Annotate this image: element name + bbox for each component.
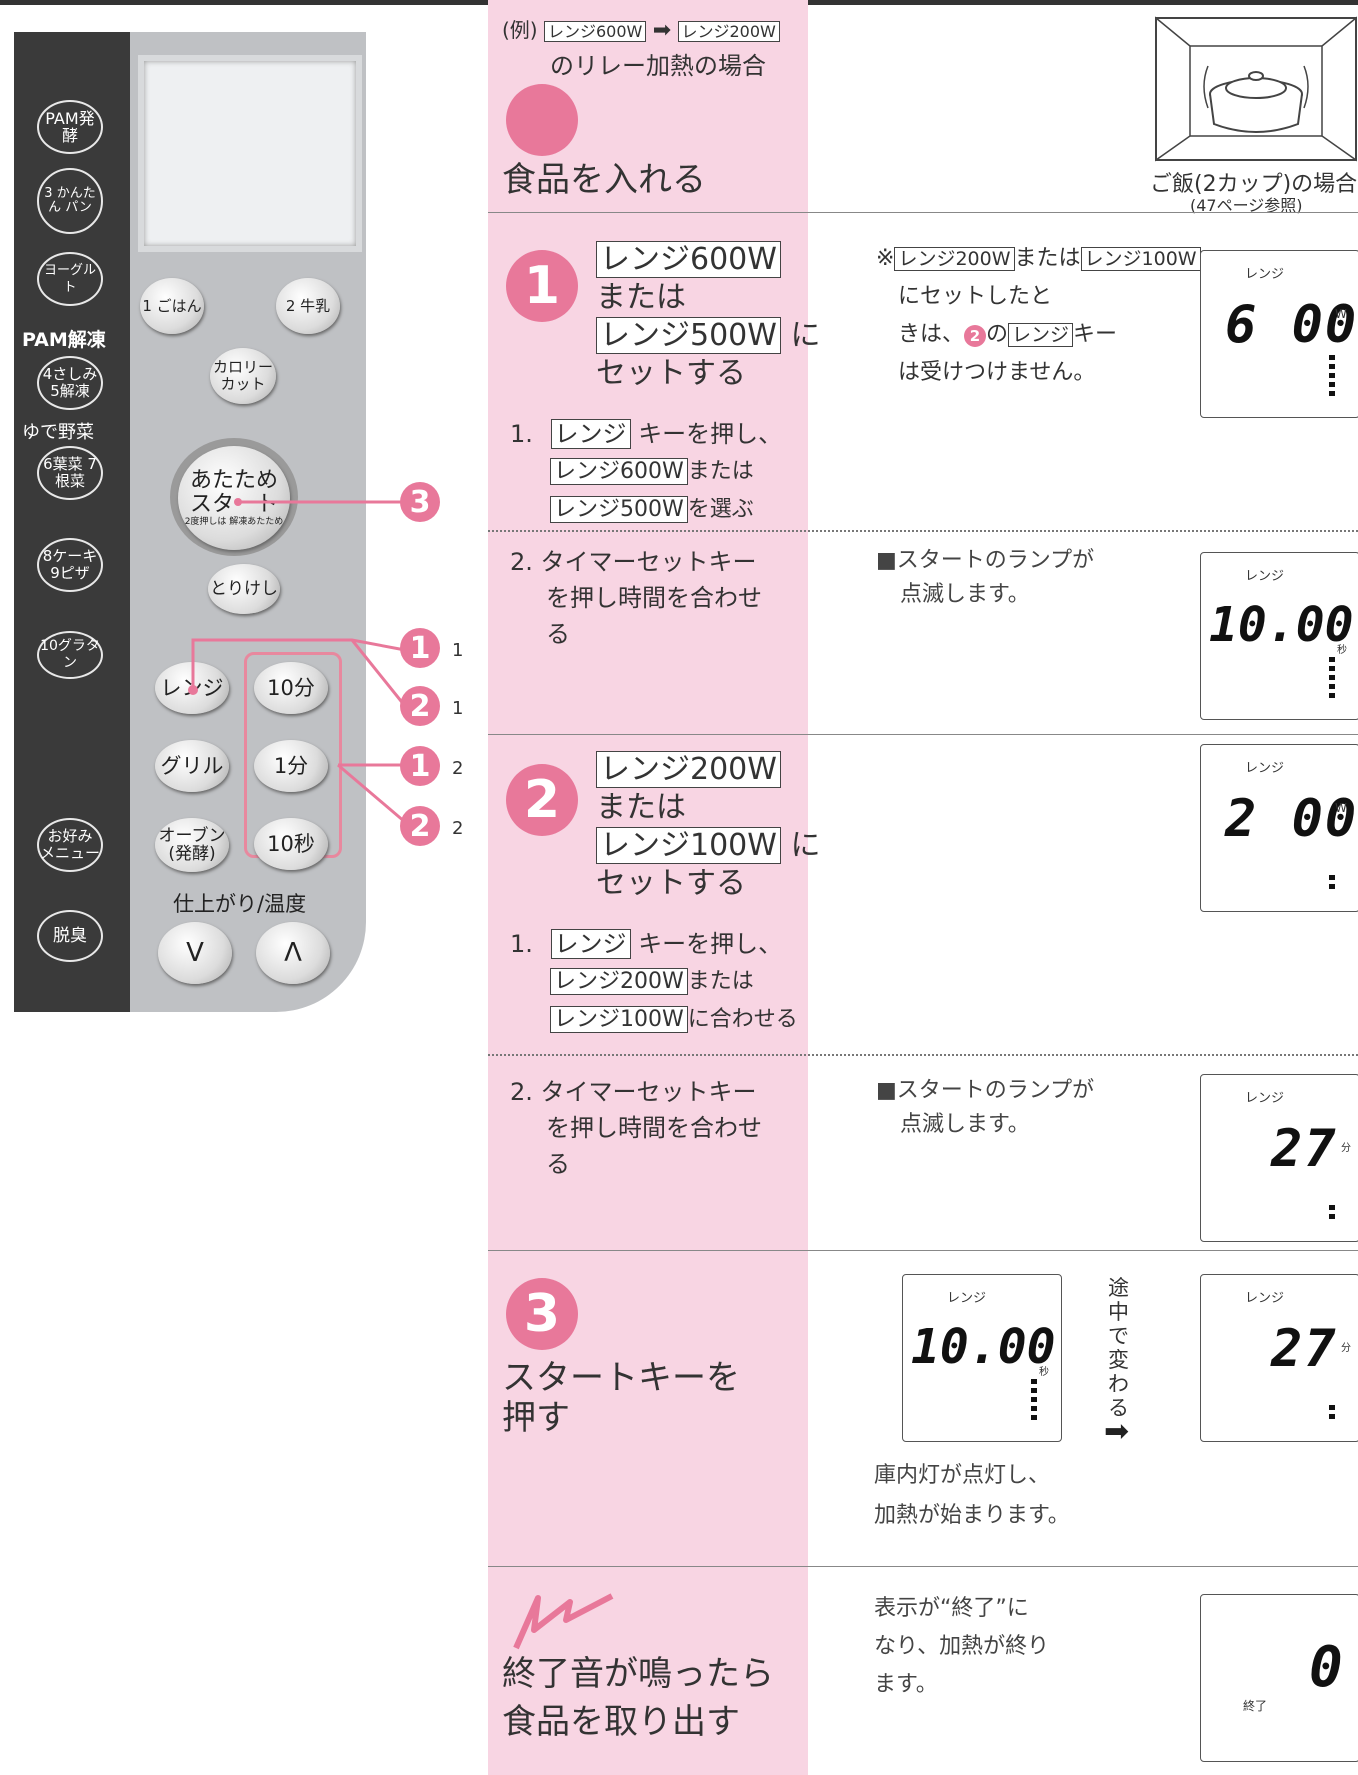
marker-step1-2-sub: 2 [452, 758, 464, 779]
cancel-button[interactable]: とりけし [208, 564, 280, 614]
oven-rice-illustration [1155, 16, 1357, 162]
gratin-button[interactable]: 10グラタン [37, 631, 103, 679]
step3-desc: 庫内灯が点灯し、 加熱が始まります。 [874, 1463, 1070, 1528]
display-27min: レンジ 27 分 [1200, 1074, 1358, 1242]
step2-main: レンジ200W または レンジ100W に セットする [596, 751, 821, 901]
marker-step2-1-sub: 1 [452, 698, 464, 719]
step2-sub2: 2. タイマーセットキー を押し時間を合わせ る [510, 1078, 762, 1178]
milk-button[interactable]: 2 牛乳 [276, 278, 340, 334]
step1-sub2: 2. タイマーセットキー を押し時間を合わせ る [510, 548, 762, 648]
step1-main: レンジ600W または レンジ500W に セットする [596, 241, 821, 391]
changes-midway-label: 途中で変わる [1108, 1276, 1129, 1420]
ten-second-button[interactable]: 10秒 [254, 818, 328, 870]
step2-circle: 2 [506, 764, 578, 836]
rice-button[interactable]: 1 ごはん [140, 278, 204, 334]
display-step3-27min: レンジ 27 分 [1200, 1274, 1358, 1442]
step1-lamp: ■スタートのランプが 点滅します。 [876, 548, 1095, 607]
arrow-right-icon: ➡ [1104, 1414, 1130, 1449]
divider-1 [488, 212, 1358, 213]
pam-thaw-label: PAM解凍 [22, 329, 106, 351]
oven-button[interactable]: オーブン (発酵) [155, 818, 229, 872]
divider-3 [488, 1250, 1358, 1251]
step0-title: 食品を入れる [502, 160, 706, 200]
vegetable-button[interactable]: 6葉菜 7根菜 [37, 446, 103, 500]
start-button[interactable]: あたため スタート 2度押しは 解凍あたため [178, 446, 290, 550]
image-reference: (47ページ参照) [1190, 196, 1303, 215]
divider-1a [488, 530, 1358, 532]
example-line: (例) レンジ600W ➡ レンジ200W [502, 14, 780, 43]
marker-step2-2-sub: 2 [452, 818, 464, 839]
image-caption: ご飯(2カップ)の場合 [1150, 172, 1358, 197]
relay-label: のリレー加熱の場合 [550, 52, 766, 80]
marker-step2-1: 2 [400, 686, 440, 726]
display-step3-timer: レンジ 10.00 秒 [902, 1274, 1062, 1442]
divider-2a [488, 1054, 1358, 1056]
end-desc: 表示が“終了”に なり、加熱が終り ます。 [874, 1596, 1050, 1697]
marker-step1-1: 1 [400, 628, 440, 668]
divider-2 [488, 734, 1358, 735]
leader-lines [188, 498, 407, 824]
display-200w: レンジ 2 00 W [1200, 744, 1358, 912]
end-title: 終了音が鳴ったら 食品を取り出す [502, 1654, 774, 1742]
beep-icon [513, 1593, 614, 1650]
step0-circle [506, 84, 578, 156]
up-button[interactable]: Λ [256, 922, 330, 984]
deodorize-button[interactable]: 脱臭 [37, 910, 103, 962]
easy-bread-button[interactable]: 3 かんたん パン [37, 168, 103, 234]
boiled-veg-label: ゆで野菜 [22, 422, 94, 443]
step2-lamp: ■スタートのランプが 点滅します。 [876, 1078, 1095, 1137]
divider-4 [488, 1566, 1358, 1567]
marker-step3: 3 [400, 482, 440, 522]
thaw-button[interactable]: 4さしみ 5解凍 [37, 356, 103, 410]
yogurt-button[interactable]: ヨーグルト [37, 252, 103, 306]
favorite-menu-button[interactable]: お好み メニュー [37, 818, 103, 872]
marker-step1-1-sub: 1 [452, 640, 464, 661]
down-button[interactable]: V [158, 922, 232, 984]
ten-minute-button[interactable]: 10分 [254, 662, 328, 714]
marker-step1-2: 1 [400, 746, 440, 786]
cake-pizza-button[interactable]: 8ケーキ 9ピザ [37, 538, 103, 592]
one-minute-button[interactable]: 1分 [254, 740, 328, 792]
calorie-cut-button[interactable]: カロリー カット [210, 348, 276, 404]
grill-button[interactable]: グリル [155, 740, 229, 792]
display-600w: レンジ 6 00 W [1200, 250, 1358, 418]
panel-display-window [138, 55, 362, 252]
step3-title: スタートキーを 押す [502, 1358, 740, 1438]
finish-temp-label: 仕上がり/温度 [173, 892, 307, 916]
step3-circle: 3 [506, 1278, 578, 1350]
marker-step2-2: 2 [400, 806, 440, 846]
display-finish: 0 終了 [1200, 1594, 1358, 1762]
display-1000: レンジ 10.00 秒 [1200, 552, 1358, 720]
step1-circle: 1 [506, 250, 578, 322]
pam-ferment-button[interactable]: PAM発酵 [37, 100, 103, 154]
